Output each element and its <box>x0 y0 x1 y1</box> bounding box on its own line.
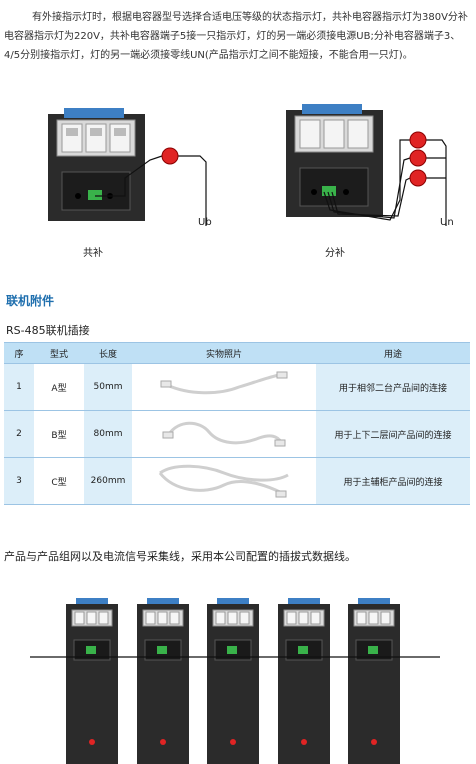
cable-photo-b <box>132 410 316 458</box>
header-index: 序 <box>4 342 34 364</box>
table-row: 2 B型 80mm 用于上下二层间产品间的连接 <box>4 410 470 458</box>
header-length: 长度 <box>84 342 132 364</box>
networked-unit <box>278 598 330 764</box>
row-index: 1 <box>4 363 34 411</box>
intro-paragraph: 有外接指示灯时，根据电容器型号选择合适电压等级的状态指示灯，共补电容器指示灯为3… <box>4 8 472 65</box>
header-photo: 实物照片 <box>132 342 316 364</box>
networked-unit <box>137 598 189 764</box>
indicator-lamp-right-2 <box>409 149 427 167</box>
terminal-label-right: Un <box>440 217 454 228</box>
row-use: 用于上下二层间产品间的连接 <box>316 410 470 458</box>
row-index: 2 <box>4 410 34 458</box>
indicator-lamp-right-1 <box>409 131 427 149</box>
table-row: 3 C型 260mm 用于主辅柜产品间的连接 <box>4 457 470 505</box>
bottom-text: 产品与产品组网以及电流信号采集线，采用本公司配置的插拔式数据线。 <box>4 550 356 563</box>
row-type: A型 <box>34 363 84 411</box>
networked-unit <box>207 598 259 764</box>
cable-table: 序 型式 长度 实物照片 用途 1 A型 50mm 用于相邻二台产品间的连接 2… <box>4 342 470 505</box>
table-row: 1 A型 50mm 用于相邻二台产品间的连接 <box>4 363 470 411</box>
row-index: 3 <box>4 457 34 505</box>
row-use: 用于主辅柜产品间的连接 <box>316 457 470 505</box>
section-title: 联机附件 <box>6 294 55 308</box>
header-use: 用途 <box>316 342 470 364</box>
indicator-lamp-right-3 <box>409 169 427 187</box>
capacitor-device-left <box>48 108 145 221</box>
networked-unit <box>66 598 118 764</box>
caption-right: 分补 <box>325 248 345 259</box>
cable-photo-c <box>132 457 316 505</box>
intro-text: 有外接指示灯时，根据电容器型号选择合适电压等级的状态指示灯，共补电容器指示灯为3… <box>4 12 468 61</box>
row-length: 260mm <box>84 457 132 505</box>
row-use: 用于相邻二台产品间的连接 <box>316 363 470 411</box>
cable-photo-a <box>132 363 316 411</box>
row-length: 80mm <box>84 410 132 458</box>
terminal-label-left: Ub <box>198 217 212 228</box>
row-type: B型 <box>34 410 84 458</box>
indicator-lamp-left <box>161 147 179 165</box>
caption-left: 共补 <box>83 248 103 259</box>
row-type: C型 <box>34 457 84 505</box>
row-length: 50mm <box>84 363 132 411</box>
networked-unit <box>348 598 400 764</box>
header-type: 型式 <box>34 342 84 364</box>
section-subtitle: RS-485联机插接 <box>6 324 90 337</box>
table-header-row: 序 型式 长度 实物照片 用途 <box>4 342 470 364</box>
wiring-diagrams <box>48 104 447 226</box>
